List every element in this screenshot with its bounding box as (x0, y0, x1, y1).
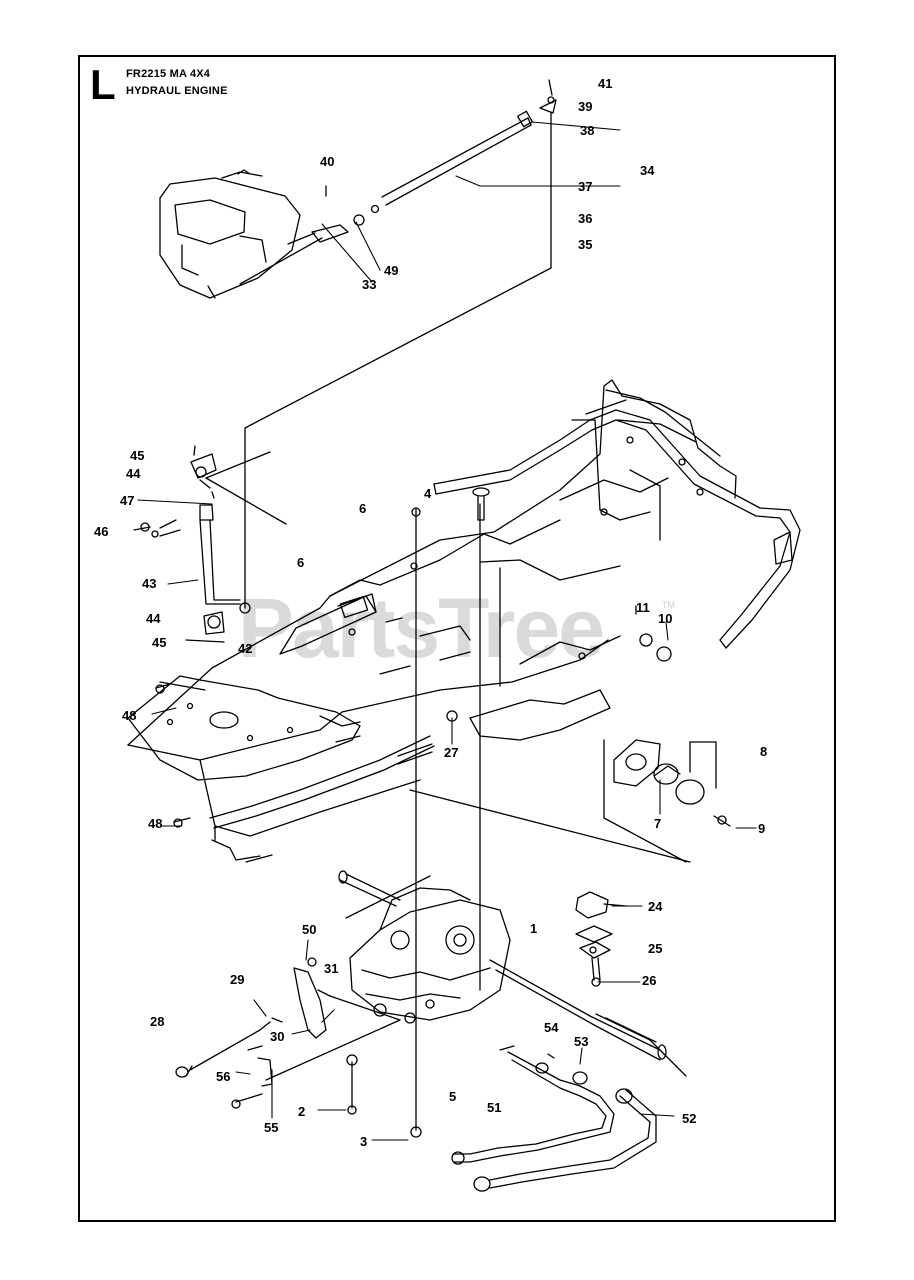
callout-7: 7 (654, 816, 662, 831)
callout-29: 29 (230, 972, 245, 987)
watermark-trademark: TM (662, 600, 675, 610)
callout-53: 53 (574, 1034, 589, 1049)
callout-42: 42 (238, 641, 253, 656)
callout-6-upper: 6 (359, 501, 367, 516)
callout-55: 55 (264, 1120, 279, 1135)
mount-assembly (409, 789, 691, 987)
callout-26: 26 (642, 973, 657, 988)
callout-33: 33 (362, 277, 377, 292)
callout-30: 30 (270, 1029, 285, 1044)
callout-36: 36 (578, 211, 593, 226)
footboard-plate (127, 675, 361, 781)
bolts (155, 487, 490, 1138)
callout-40: 40 (320, 154, 335, 169)
callout-46: 46 (94, 524, 109, 539)
diagram-frame (78, 55, 836, 1222)
callout-24: 24 (648, 899, 663, 914)
callout-25: 25 (648, 941, 663, 956)
callout-45-lower: 45 (152, 635, 167, 650)
control-rod-assembly (239, 79, 557, 285)
callout-35: 35 (578, 237, 593, 252)
callout-6-lower: 6 (297, 555, 305, 570)
shift-lever (133, 445, 287, 691)
callout-37: 37 (578, 179, 593, 194)
callout-48-lower: 48 (148, 816, 163, 831)
callout-11: 11 (636, 600, 650, 615)
callout-44-lower: 44 (146, 611, 161, 626)
linkage-levers (175, 957, 401, 1109)
callout-27: 27 (444, 745, 459, 760)
section-letter: L (90, 61, 116, 108)
callout-48-upper: 48 (122, 708, 137, 723)
callout-8: 8 (760, 744, 768, 759)
callout-28: 28 (150, 1014, 165, 1029)
callout-52: 52 (682, 1111, 697, 1126)
callout-4: 4 (424, 486, 432, 501)
callout-5: 5 (449, 1089, 457, 1104)
transmission (338, 870, 687, 1077)
roll-bar-tube (433, 409, 801, 649)
hydraulic-lines (451, 1045, 657, 1192)
callout-2: 2 (298, 1104, 306, 1119)
watermark: PartsTree (238, 581, 605, 675)
callout-9: 9 (758, 821, 766, 836)
callout-38: 38 (580, 123, 595, 138)
callout-50: 50 (302, 922, 317, 937)
leader-lines (137, 121, 757, 1141)
callout-44-upper: 44 (126, 466, 141, 481)
tie-rod (209, 735, 435, 861)
main-frame (127, 379, 737, 863)
callout-54: 54 (544, 1020, 559, 1035)
flange-assembly (603, 605, 731, 863)
callout-47: 47 (120, 493, 135, 508)
leader-long-rod (244, 111, 552, 609)
callout-43: 43 (142, 576, 157, 591)
callout-56: 56 (216, 1069, 231, 1084)
engine-block (159, 169, 301, 299)
callout-51: 51 (487, 1100, 502, 1115)
callout-34: 34 (640, 163, 655, 178)
callout-39: 39 (578, 99, 593, 114)
callout-45-upper: 45 (130, 448, 145, 463)
group-title: HYDRAUL ENGINE (126, 85, 228, 97)
callout-10: 10 (658, 611, 673, 626)
callout-3: 3 (360, 1134, 368, 1149)
callout-1: 1 (530, 921, 538, 936)
model-title: FR2215 MA 4X4 (126, 68, 211, 80)
callout-41: 41 (598, 76, 613, 91)
callout-31: 31 (324, 961, 339, 976)
callout-49: 49 (384, 263, 399, 278)
